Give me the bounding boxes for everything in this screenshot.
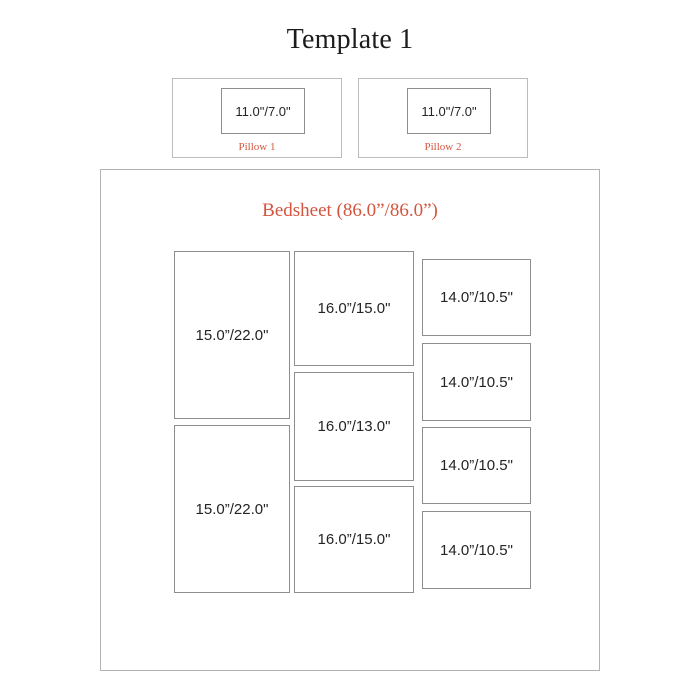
panel-size-label: 16.0”/13.0"	[317, 418, 391, 435]
panel-size-label: 14.0”/10.5"	[440, 289, 513, 306]
pillow-caption-2: Pillow 2	[424, 141, 462, 153]
panel-middle-1[interactable]: 16.0”/15.0"	[294, 251, 414, 366]
pillow-container-1[interactable]: 11.0"/7.0" Pillow 1	[172, 78, 342, 158]
panel-right-3[interactable]: 14.0”/10.5"	[422, 427, 531, 504]
pillow-container-2[interactable]: 11.0"/7.0" Pillow 2	[358, 78, 528, 158]
panel-right-2[interactable]: 14.0”/10.5"	[422, 343, 531, 421]
panel-left-2[interactable]: 15.0”/22.0"	[174, 425, 290, 593]
panel-left-1[interactable]: 15.0”/22.0"	[174, 251, 290, 419]
panel-size-label: 15.0”/22.0"	[195, 500, 269, 518]
panel-size-label: 14.0”/10.5"	[440, 373, 513, 391]
panel-middle-3[interactable]: 16.0”/15.0"	[294, 486, 414, 593]
panel-size-label: 16.0”/15.0"	[317, 300, 391, 317]
bedsheet-title: Bedsheet (86.0”/86.0”)	[262, 200, 438, 221]
panel-middle-2[interactable]: 16.0”/13.0"	[294, 372, 414, 481]
pillow-panel-1[interactable]: 11.0"/7.0"	[221, 88, 305, 134]
panel-right-1[interactable]: 14.0”/10.5"	[422, 259, 531, 336]
panel-size-label: 15.0”/22.0"	[195, 326, 269, 344]
bedsheet-panel-grid: 15.0”/22.0" 15.0”/22.0" 16.0”/15.0" 16.0…	[101, 170, 599, 670]
pillow-panel-size-label: 11.0"/7.0"	[421, 103, 477, 119]
pillow-panel-2[interactable]: 11.0"/7.0"	[407, 88, 491, 134]
pillow-caption-1: Pillow 1	[238, 141, 276, 153]
pillow-panel-size-label: 11.0"/7.0"	[235, 103, 291, 119]
panel-right-4[interactable]: 14.0”/10.5"	[422, 511, 531, 589]
panel-size-label: 16.0”/15.0"	[317, 531, 391, 548]
bedsheet-container[interactable]: Bedsheet (86.0”/86.0”) 15.0”/22.0" 15.0”…	[100, 169, 600, 671]
panel-size-label: 14.0”/10.5"	[440, 541, 513, 559]
page-title: Template 1	[286, 24, 414, 55]
panel-size-label: 14.0”/10.5"	[440, 457, 513, 474]
